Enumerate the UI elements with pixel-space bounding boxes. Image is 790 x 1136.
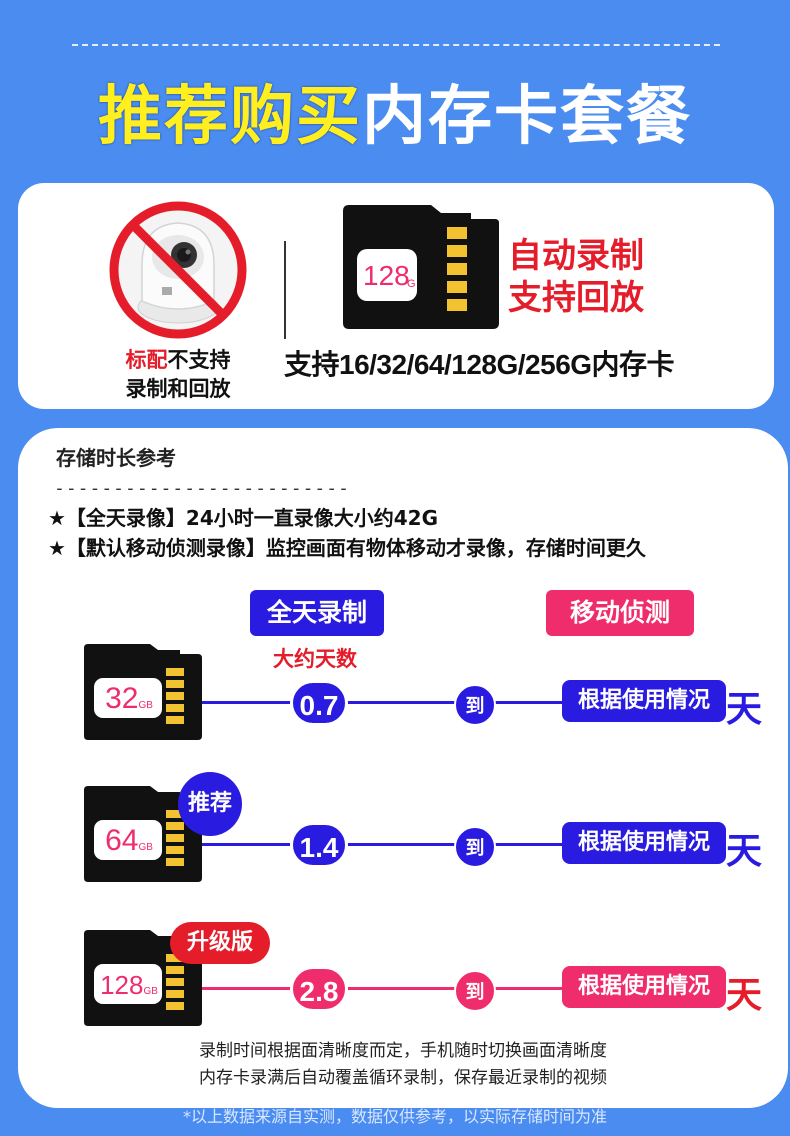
camera-no-support-label: 标配不支持 录制和回放 (88, 346, 268, 404)
sd-capacity-text: 128 (363, 260, 410, 291)
header-full-day: 全天录制 (250, 590, 384, 636)
approx-days-label: 大约天数 (273, 647, 357, 671)
footnote-line2: 内存卡录满后自动覆盖循环录制，保存最近录制的视频 (199, 1068, 607, 1088)
feature-line2: 支持回放 (508, 278, 644, 318)
row-line (188, 701, 588, 704)
sd-unit: GB (138, 842, 153, 853)
storage-row-32: 32GB 0.7 到 根据使用情况 天 (18, 644, 788, 764)
to-badge: 到 (454, 970, 496, 1012)
sd-card-icon: 64GB (84, 786, 202, 886)
sd-capacity: 128 (100, 970, 144, 1000)
row-line (188, 843, 588, 846)
top-dashed-divider (72, 44, 720, 46)
disclaimer: *以上数据来源自实测，数据仅供参考，以实际存储时间为准 (182, 1107, 607, 1126)
supported-capacities: 支持16/32/64/128G/256G内存卡 (284, 349, 675, 380)
page-title: 推荐购买内存卡套餐 (0, 72, 790, 162)
days-pill: 1.4 (290, 822, 348, 868)
sd-unit: GB (138, 700, 153, 711)
day-unit: 天 (726, 831, 763, 872)
title-rest: 内存卡套餐 (362, 80, 692, 154)
sd-capacity: 64 (105, 824, 139, 857)
title-highlight: 推荐购买 (98, 80, 362, 154)
day-unit: 天 (726, 975, 763, 1016)
storage-row-128: 128GB 2.8 到 根据使用情况 天 (18, 930, 788, 1050)
sd-unit: GB (143, 986, 158, 997)
to-badge: 到 (454, 826, 496, 868)
note-motion: ★【默认移动侦测录像】监控画面有物体移动才录像，存储时间更久 (48, 536, 646, 560)
storage-title: 存储时长参考 (56, 446, 176, 470)
storage-card: 存储时长参考 ------------------------- ★【全天录像】… (18, 428, 788, 1108)
storage-dash-line: ------------------------- (54, 478, 350, 499)
note-full-day: ★【全天录像】24小时一直录像大小约42G (48, 506, 439, 530)
recommended-badge: 推荐 (178, 772, 242, 836)
label-record-playback: 录制和回放 (125, 377, 231, 401)
usage-label: 根据使用情况 (562, 822, 726, 864)
row-line (188, 987, 588, 990)
label-standard: 标配 (125, 348, 168, 372)
header-motion: 移动侦测 (546, 590, 694, 636)
feature-text: 自动录制 支持回放 (508, 235, 644, 319)
sd-card-icon: 128 G (343, 205, 501, 334)
label-no-support: 不支持 (167, 348, 231, 372)
day-unit: 天 (726, 689, 763, 730)
usage-label: 根据使用情况 (562, 680, 726, 722)
storage-row-64: 64GB 1.4 到 根据使用情况 天 (18, 786, 788, 906)
upgrade-badge: 升级版 (170, 922, 270, 964)
feature-card: 标配不支持 录制和回放 128 G 自动录制 支持回放 支持16/32/64/1… (18, 183, 774, 409)
feature-line1: 自动录制 (508, 236, 644, 276)
sd-capacity: 32 (105, 682, 139, 715)
svg-text:G: G (407, 278, 416, 290)
camera-prohibited-icon (102, 195, 254, 345)
days-pill: 2.8 (290, 966, 348, 1012)
usage-label: 根据使用情况 (562, 966, 726, 1008)
sd-card-icon: 32GB (84, 644, 202, 744)
to-badge: 到 (454, 684, 496, 726)
footnote-line1: 录制时间根据面清晰度而定，手机随时切换画面清晰度 (199, 1041, 607, 1061)
vertical-divider (284, 241, 286, 339)
days-pill: 0.7 (290, 680, 348, 726)
